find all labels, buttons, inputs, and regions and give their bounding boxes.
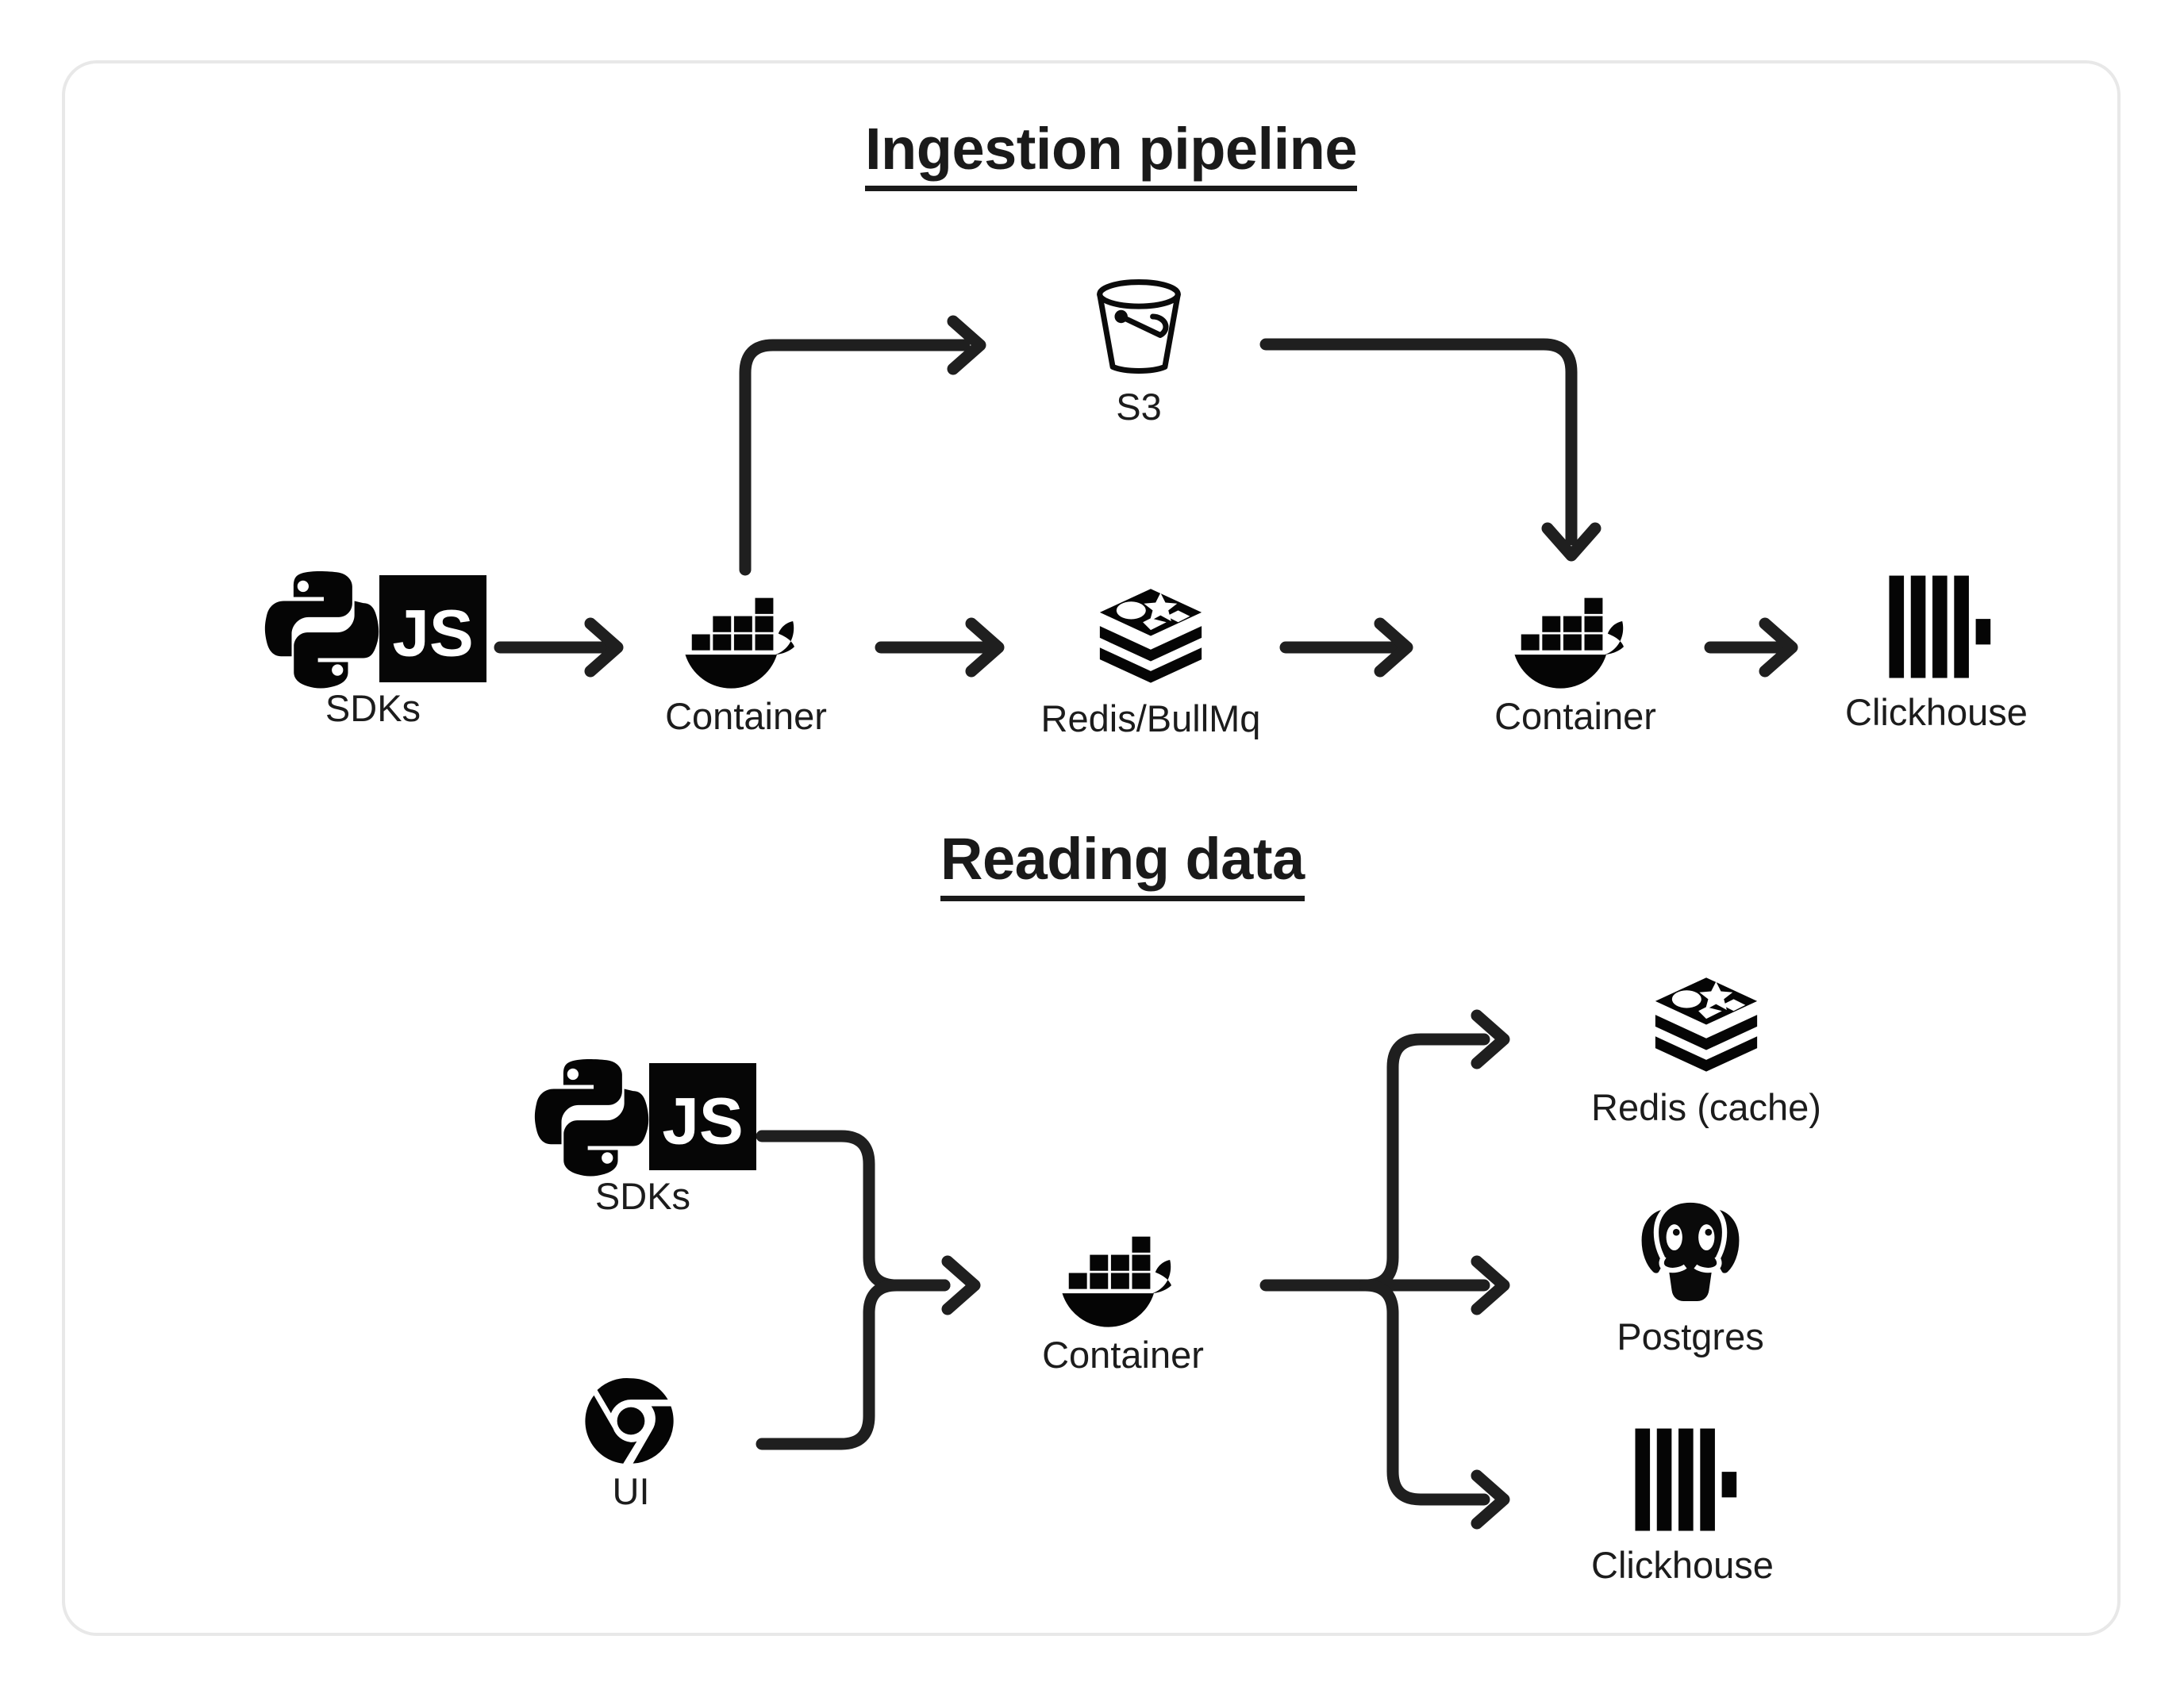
section-title-ingestion: Ingestion pipeline — [865, 115, 1358, 191]
edge-container1-to-s3 — [739, 339, 971, 576]
node-clickhouse-reading[interactable]: Clickhouse — [1551, 1428, 1813, 1584]
redis-icon — [1655, 977, 1758, 1072]
node-label-postgres: Postgres — [1617, 1315, 1764, 1357]
node-label-sdks-ingestion: SDKs — [325, 687, 421, 729]
edge-s3-to-container2 — [1259, 338, 1578, 546]
node-s3[interactable]: S3 — [1020, 274, 1258, 426]
chrome-icon — [585, 1377, 674, 1464]
section-title-reading: Reading data — [940, 825, 1305, 901]
javascript-icon-text: JS — [662, 1083, 743, 1158]
postgres-icon — [1636, 1197, 1744, 1307]
javascript-icon: JS — [648, 1063, 756, 1170]
docker-icon-group-2 — [1460, 587, 1690, 690]
node-sdks-reading[interactable]: JS SDKs — [508, 1051, 778, 1215]
docker-icon — [1062, 1236, 1171, 1327]
docker-icon-group-3 — [1008, 1226, 1238, 1329]
node-clickhouse-ingestion[interactable]: Clickhouse — [1809, 575, 2063, 731]
node-label-s3: S3 — [1116, 386, 1162, 428]
node-container-2[interactable]: Container — [1460, 587, 1690, 735]
docker-icon-group-1 — [631, 587, 861, 690]
node-label-clickhouse-ingestion: Clickhouse — [1845, 691, 2028, 733]
node-label-container-2: Container — [1494, 695, 1656, 737]
node-sdks-ingestion[interactable]: JS SDKs — [238, 563, 508, 728]
diagram-card — [62, 60, 2121, 1636]
clickhouse-icon-group-1 — [1809, 575, 2063, 686]
redis-icon — [1099, 589, 1202, 683]
clickhouse-icon-group-2 — [1551, 1428, 1813, 1539]
node-postgres[interactable]: Postgres — [1555, 1190, 1825, 1356]
javascript-icon-text: JS — [392, 595, 473, 670]
node-label-clickhouse-reading: Clickhouse — [1591, 1544, 1774, 1586]
redis-icon-group — [1016, 575, 1286, 693]
node-label-ui: UI — [612, 1470, 650, 1512]
node-label-redis-cache: Redis (cache) — [1591, 1086, 1821, 1128]
node-label-container-3: Container — [1042, 1334, 1204, 1376]
node-label-redis-bullmq: Redis/BullMq — [1040, 697, 1261, 739]
s3-icon-group — [1020, 274, 1258, 381]
node-label-container-1: Container — [665, 695, 827, 737]
docker-icon — [1514, 597, 1624, 689]
python-icon — [264, 571, 379, 689]
node-ui[interactable]: UI — [556, 1377, 706, 1511]
clickhouse-icon — [1635, 1428, 1737, 1531]
edge-container3-to-clickhouse — [1359, 1279, 1490, 1506]
node-redis-cache[interactable]: Redis (cache) — [1540, 964, 1873, 1127]
docker-icon — [685, 597, 794, 689]
redis-icon-group-2 — [1540, 964, 1873, 1081]
chrome-icon-group — [556, 1377, 706, 1465]
sdks-icon-group-2: JS — [508, 1051, 778, 1177]
s3-bucket-icon — [1097, 279, 1181, 374]
node-container-1[interactable]: Container — [631, 587, 861, 735]
postgres-icon-group — [1555, 1190, 1825, 1311]
javascript-icon: JS — [379, 575, 486, 682]
node-container-3[interactable]: Container — [1008, 1226, 1238, 1374]
edge-ui-to-container3 — [756, 1279, 951, 1450]
sdks-icon-group: JS — [238, 563, 508, 689]
node-label-sdks-reading: SDKs — [594, 1175, 691, 1217]
node-redis-bullmq[interactable]: Redis/BullMq — [1016, 575, 1286, 738]
python-icon — [534, 1059, 648, 1177]
clickhouse-icon — [1889, 575, 1991, 678]
edge-container3-to-redis-cache — [1359, 1033, 1490, 1292]
edge-sdks-to-container3 — [756, 1130, 951, 1292]
